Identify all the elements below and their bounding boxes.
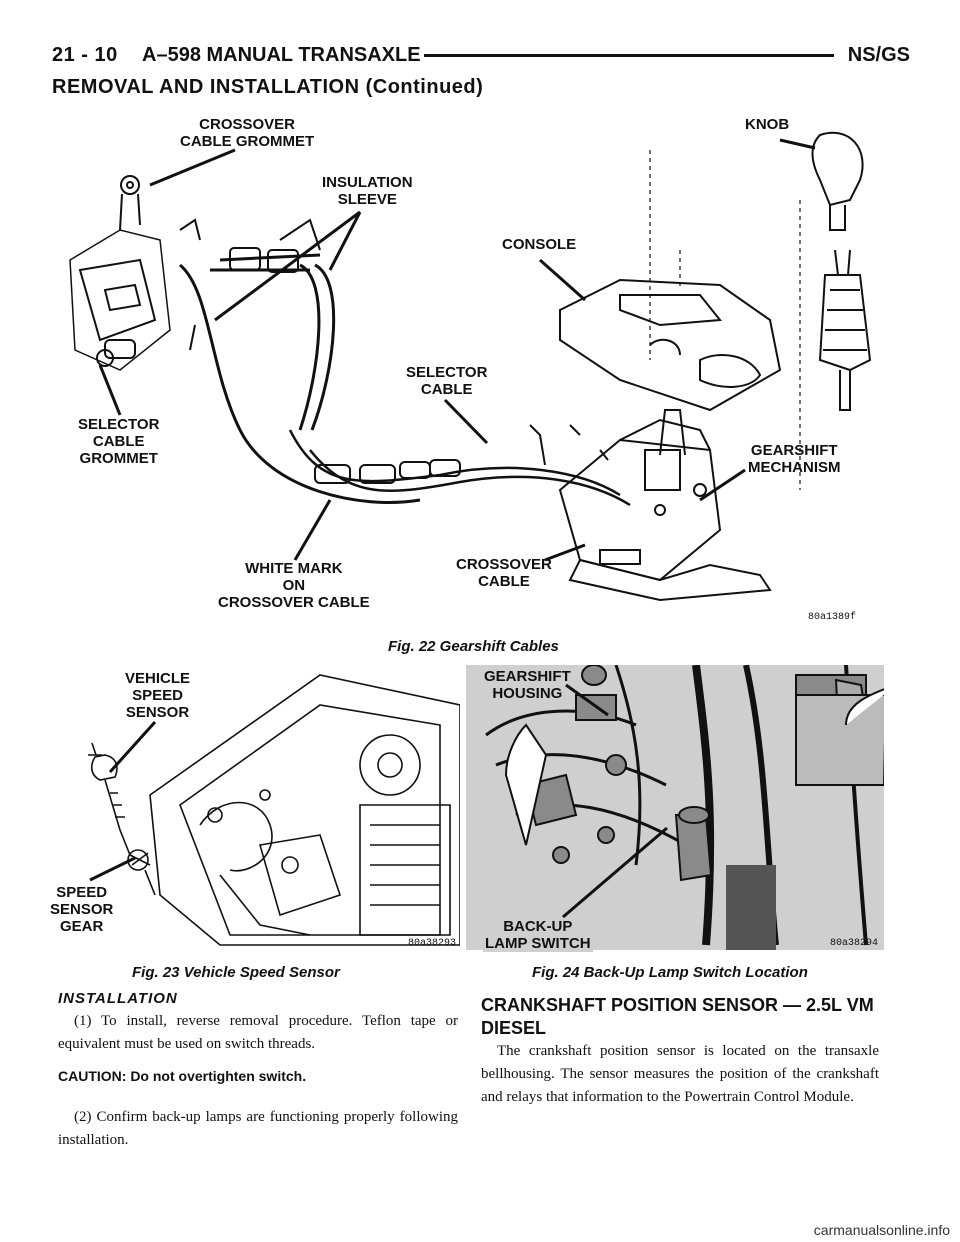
section-title: REMOVAL AND INSTALLATION (Continued) (52, 76, 484, 98)
label-vehicle-speed-sensor: VEHICLE SPEED SENSOR (125, 670, 191, 721)
installation-step-1: (1) To install, reverse removal procedur… (58, 1013, 458, 1052)
fig24-code: 80a38294 (830, 938, 879, 949)
crankshaft-body: The crankshaft position sensor is locate… (481, 1043, 879, 1105)
fig23-caption: Fig. 23 Vehicle Speed Sensor (132, 964, 340, 981)
label-knob: KNOB (745, 116, 790, 133)
backup-lamp-switch-photo (466, 665, 884, 950)
watermark: carmanualsonline.info (813, 1222, 950, 1238)
page-number: 21 - 10 (52, 44, 118, 66)
fig23-code: 80a38293 (408, 938, 457, 949)
installation-heading: INSTALLATION (58, 990, 178, 1007)
fig24-leader-arrows (562, 683, 668, 919)
label-selector-cable: SELECTOR CABLE (406, 364, 488, 398)
label-white-mark: WHITE MARK ON CROSSOVER CABLE (218, 560, 370, 611)
header-rule (424, 54, 834, 57)
model-code: NS/GS (847, 44, 910, 66)
label-gearshift-mechanism: GEARSHIFT MECHANISM (748, 442, 841, 476)
label-gearshift-housing: GEARSHIFT HOUSING (482, 668, 573, 702)
installation-step-2: (2) Confirm back-up lamps are functionin… (58, 1109, 458, 1148)
label-speed-sensor-gear: SPEED SENSOR GEAR (50, 884, 114, 935)
label-crossover-cable-grommet: CROSSOVER CABLE GROMMET (180, 116, 315, 150)
label-crossover-cable: CROSSOVER CABLE (456, 556, 552, 590)
fig22-caption: Fig. 22 Gearshift Cables (388, 638, 559, 655)
fig22-leader-arrows (98, 138, 816, 562)
page-header: 21 - 10 A–598 MANUAL TRANSAXLE NS/GS (52, 40, 910, 80)
gearshift-cables-illustration (69, 131, 872, 602)
label-backup-lamp-switch: BACK-UP LAMP SWITCH (483, 918, 593, 952)
caution-note: CAUTION: Do not overtighten switch. (58, 1068, 307, 1084)
label-selector-cable-grommet: SELECTOR CABLE GROMMET (78, 416, 160, 467)
fig23-leader-arrows (89, 720, 157, 882)
manual-title: A–598 MANUAL TRANSAXLE (142, 44, 421, 66)
label-console: CONSOLE (502, 236, 577, 253)
crankshaft-heading: CRANKSHAFT POSITION SENSOR — 2.5L VM DIE… (481, 995, 874, 1038)
fig22-code: 80a1389f (808, 612, 857, 623)
label-insulation-sleeve: INSULATION SLEEVE (322, 174, 413, 208)
fig24-caption: Fig. 24 Back-Up Lamp Switch Location (532, 964, 808, 981)
